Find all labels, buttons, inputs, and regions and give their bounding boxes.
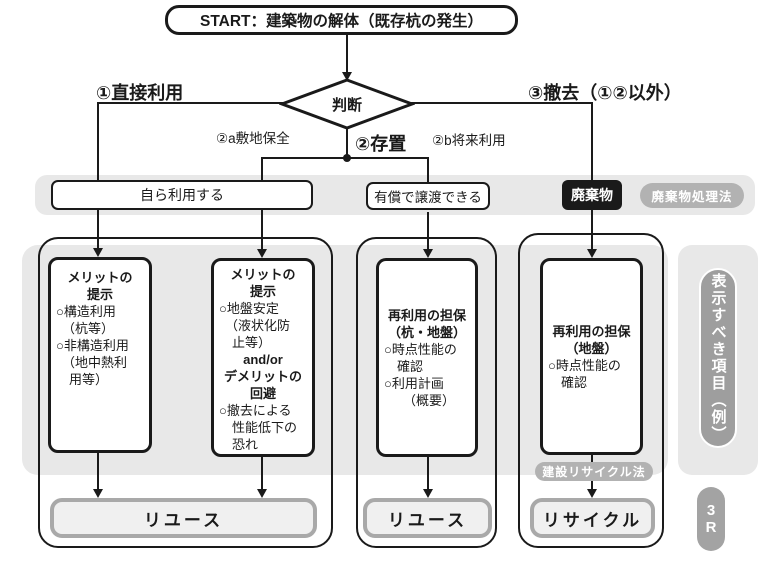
box-line: 再利用の担保 [552, 323, 631, 339]
connector-box1-to-reuse [97, 453, 99, 490]
reuse-label: リユース [387, 510, 468, 530]
box-line: 提示 [86, 287, 113, 302]
three-r-top: 3 [706, 501, 716, 519]
connector-branch2b-vertical [427, 157, 429, 184]
box-line: and/or [243, 352, 283, 367]
box-line: ○利用計画 [384, 375, 444, 391]
arrow-down-icon [423, 489, 433, 498]
container-direct-use [38, 237, 333, 548]
box-line: 回避 [249, 386, 276, 401]
box-line: 恐れ [232, 437, 259, 452]
box-line: （地中熱利 [62, 355, 128, 370]
reuse-guarantee-ground-box: 再利用の担保 （地盤） ○時点性能の 確認 [540, 258, 643, 455]
box-line: 確認 [561, 374, 588, 390]
box-line: （杭等） [62, 321, 115, 336]
connector-selfuse-to-box1 [97, 210, 99, 249]
arrow-down-icon [93, 489, 103, 498]
connector-box3-to-reuse2 [427, 457, 429, 490]
transfer-node: 有償で譲渡できる [366, 182, 490, 210]
connector-selfuse-to-box2 [261, 210, 263, 250]
box-line: 提示 [249, 284, 276, 299]
waste-label: 廃棄物 [571, 187, 613, 203]
merit-demerit-box: メリットの 提示 ○地盤安定 （液状化防 止等） and/or デメリットの 回… [211, 258, 315, 457]
three-r-bottom: R [705, 519, 717, 536]
box-line: ○構造利用 [56, 304, 116, 319]
arrow-down-icon [257, 249, 267, 258]
recycle-outcome: リサイクル [530, 498, 655, 538]
connector-start-to-decision [346, 33, 348, 74]
arrow-down-icon [93, 248, 103, 257]
box-line: 性能低下の [232, 420, 298, 435]
box-line: 用等） [69, 372, 109, 387]
box-line: （概要） [403, 392, 456, 408]
start-node: START：建築物の解体（既存杭の発生） [165, 5, 518, 35]
recycle-law-label: 建設リサイクル法 [542, 465, 646, 479]
merit-box-structural: メリットの 提示 ○構造利用 （杭等） ○非構造利用 （地中熱利 用等） [48, 257, 152, 453]
decision-diamond [279, 78, 415, 130]
connector-branch1-vertical [97, 102, 99, 180]
box-line: ○非構造利用 [56, 338, 129, 353]
transfer-label: 有償で譲渡できる [374, 190, 482, 205]
arrow-down-icon [257, 489, 267, 498]
recycle-label: リサイクル [542, 510, 643, 530]
branch-preserve-b-label: ②b将来利用 [432, 133, 506, 148]
arrow-down-icon [587, 249, 597, 258]
display-items-label: 表示すべき項目（例） [709, 273, 727, 443]
connector-branch3-vertical [591, 102, 593, 180]
box-line: （地盤） [565, 340, 618, 356]
branch-removal-label: ③撤去（①②以外） [528, 83, 682, 103]
box-line: ○撤去による [219, 403, 292, 418]
box-line: デメリットの [223, 369, 302, 384]
display-items-badge: 表示すべき項目（例） [699, 268, 737, 448]
container-transfer [356, 237, 497, 548]
box-line: （杭・地盤） [387, 324, 466, 340]
box-line: メリットの [67, 270, 133, 285]
box-line: メリットの [230, 267, 296, 282]
connector-branch3-horizontal [410, 102, 593, 104]
reuse-guarantee-pile-box: 再利用の担保 （杭・地盤） ○時点性能の 確認 ○利用計画 （概要） [376, 258, 478, 457]
connector-branch1-horizontal [98, 102, 285, 104]
self-use-label: 自ら利用する [140, 187, 224, 203]
self-use-node: 自ら利用する [51, 180, 313, 210]
connector-branch2a-vertical [261, 157, 263, 182]
reuse-outcome-1: リユース [50, 498, 317, 538]
branch-preserve-label: ②存置 [355, 134, 407, 154]
branch-preserve-a-label: ②a敷地保全 [216, 131, 290, 146]
arrow-down-icon [423, 249, 433, 258]
connector-box2-to-reuse [261, 457, 263, 490]
recycle-law-badge: 建設リサイクル法 [535, 462, 653, 481]
connector-waste-to-box4 [591, 210, 593, 250]
three-r-badge: 3 R [697, 487, 725, 551]
box-line: ○時点性能の [548, 357, 621, 373]
waste-law-badge: 廃棄物処理法 [640, 183, 744, 208]
arrow-down-icon [342, 72, 352, 81]
connector-transfer-to-box3 [427, 212, 429, 250]
box-line: 止等） [232, 335, 272, 350]
box-line: 確認 [397, 358, 424, 374]
connector-branch2-horizontal [261, 157, 429, 159]
branch-direct-label: ①直接利用 [96, 83, 184, 103]
waste-node: 廃棄物 [562, 180, 622, 210]
box-line: （液状化防 [225, 318, 291, 333]
reuse-label: リユース [143, 510, 224, 530]
connector-decision-down [346, 126, 348, 158]
reuse-outcome-2: リユース [363, 498, 492, 538]
arrow-down-icon [587, 489, 597, 498]
decision-label: 判断 [331, 96, 362, 114]
waste-law-label: 廃棄物処理法 [651, 190, 733, 204]
box-line: 再利用の担保 [387, 307, 466, 323]
start-label: START：建築物の解体（既存杭の発生） [199, 13, 483, 30]
box-line: ○時点性能の [384, 341, 457, 357]
box-line: ○地盤安定 [219, 301, 279, 316]
